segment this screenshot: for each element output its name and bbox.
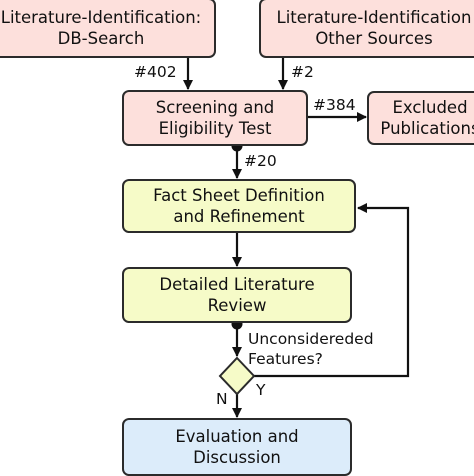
node-excluded-line2: Publications — [380, 119, 474, 138]
edge-decision-yes-loop — [254, 203, 410, 378]
decision-question-line1: Unconsidereded — [248, 330, 374, 348]
node-detailed-review-line1: Detailed Literature — [159, 275, 315, 294]
node-fact-sheet-line1: Fact Sheet Definition — [153, 186, 325, 205]
decision-no-label: N — [216, 390, 228, 408]
node-fact-sheet-line2: and Refinement — [173, 207, 305, 226]
node-detailed-review: Detailed Literature Review — [122, 267, 352, 323]
node-other-sources: Literature-Identification Other Sources — [259, 0, 474, 58]
edge-label-db: #402 — [134, 63, 177, 81]
node-screening-line2: Eligibility Test — [158, 119, 272, 138]
decision-yes-label: Y — [256, 381, 266, 399]
node-screening: Screening and Eligibility Test — [122, 90, 308, 146]
node-evaluation-line1: Evaluation and — [175, 427, 299, 446]
edge-label-excluded: #384 — [313, 96, 356, 114]
node-evaluation-line2: Discussion — [193, 448, 281, 467]
node-other-sources-line2: Other Sources — [315, 29, 433, 48]
node-excluded-line1: Excluded — [392, 98, 468, 117]
edge-label-included: #20 — [244, 152, 277, 170]
junction-dot-review — [231, 318, 243, 330]
node-screening-line1: Screening and — [155, 98, 275, 117]
edge-label-other: #2 — [291, 63, 314, 81]
junction-dot-screening — [231, 140, 243, 152]
node-evaluation: Evaluation and Discussion — [122, 418, 352, 476]
node-db-search: Literature-Identification: DB-Search — [0, 0, 216, 58]
node-fact-sheet: Fact Sheet Definition and Refinement — [122, 179, 356, 233]
node-excluded: Excluded Publications — [367, 91, 474, 145]
decision-diamond — [218, 356, 256, 396]
node-db-search-line1: Literature-Identification: — [0, 8, 202, 27]
node-detailed-review-line2: Review — [207, 296, 267, 315]
node-db-search-line2: DB-Search — [57, 29, 145, 48]
decision-question-line2: Features? — [248, 350, 323, 368]
node-other-sources-line1: Literature-Identification — [276, 8, 472, 27]
